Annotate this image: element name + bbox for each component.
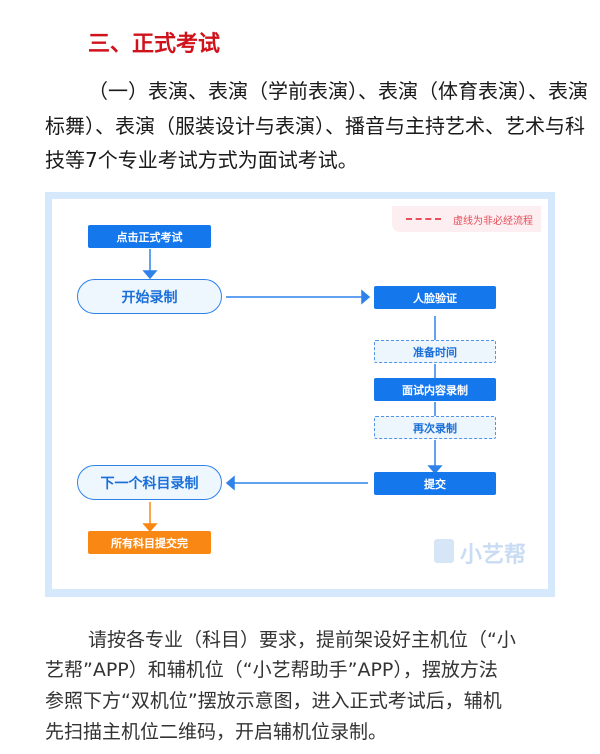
step-interview-record: 面试内容录制 bbox=[374, 378, 496, 401]
legend-text: 虚线为非必经流程 bbox=[453, 216, 533, 227]
step-re-record: 再次录制 bbox=[374, 416, 496, 439]
step-face-verify: 人脸验证 bbox=[374, 286, 496, 309]
flowchart-canvas: 虚线为非必经流程 bbox=[52, 199, 548, 589]
arrow-head bbox=[361, 289, 371, 305]
step-submit: 提交 bbox=[374, 472, 496, 495]
arrow-head bbox=[142, 523, 158, 533]
watermark-logo-icon bbox=[434, 539, 454, 563]
intro-line: 标舞）、表演（服装设计与表演）、播音与主持艺术、艺术与科 bbox=[45, 114, 585, 138]
step-prep-time: 准备时间 bbox=[374, 340, 496, 363]
arrow-head bbox=[225, 475, 235, 491]
flowchart-image: 虚线为非必经流程 bbox=[45, 192, 555, 597]
flow-connectors bbox=[142, 249, 443, 533]
instruction-line: 参照下方“双机位”摆放示意图，进入正式考试后，辅机 bbox=[45, 690, 502, 712]
watermark-text: 小艺帮 bbox=[460, 543, 527, 568]
step-start-recording: 开始录制 bbox=[77, 279, 222, 314]
intro-line: 技等7个专业考试方式为面试考试。 bbox=[45, 148, 358, 172]
dashed-line-sample bbox=[406, 218, 441, 220]
arrow-head bbox=[427, 465, 443, 475]
step-next-subject: 下一个科目录制 bbox=[77, 465, 222, 500]
legend: 虚线为非必经流程 bbox=[392, 206, 541, 232]
instruction-line: 请按各专业（科目）要求，提前架设好主机位（“小 bbox=[88, 629, 516, 651]
step-all-done: 所有科目提交完 bbox=[88, 531, 211, 554]
intro-line: （一）表演、表演（学前表演）、表演（体育表演）、表演（国 bbox=[88, 79, 600, 103]
instruction-line: 艺帮”APP）和辅机位（“小艺帮助手”APP），摆放方法 bbox=[45, 659, 498, 681]
instruction-line: 先扫描主机位二维码，开启辅机位录制。 bbox=[45, 721, 388, 743]
step-click-exam: 点击正式考试 bbox=[88, 225, 211, 248]
section-title: 三、正式考试 bbox=[88, 32, 221, 57]
arrow-head bbox=[142, 270, 158, 280]
